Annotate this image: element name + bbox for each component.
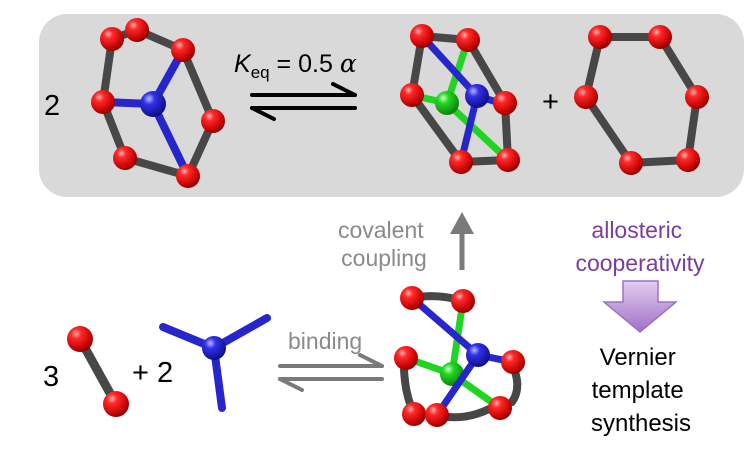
bead [394, 346, 418, 370]
bead [488, 396, 512, 420]
bead [449, 150, 473, 174]
bead [100, 27, 124, 51]
blue-core-bead [465, 84, 489, 108]
coefficient-three: 3 [43, 361, 59, 393]
complex-template-ring-left [91, 18, 225, 188]
blue-core-bead [466, 343, 490, 367]
bead [176, 164, 200, 188]
bead [410, 24, 434, 48]
template-core-bead [140, 91, 166, 117]
bead [400, 286, 424, 310]
bead [685, 85, 709, 109]
bead [451, 289, 475, 313]
bead [103, 391, 129, 417]
bead [425, 403, 449, 427]
coefficient-two: 2 [44, 90, 60, 122]
bead [125, 18, 149, 42]
binding-equilibrium-arrows [278, 353, 384, 392]
bead [91, 90, 115, 114]
green-core-bead [435, 91, 459, 115]
bead [574, 85, 598, 109]
allosteric-cooperativity-label: allosteric cooperativity [575, 217, 705, 276]
equilibrium-arrows [250, 82, 357, 121]
bead [113, 146, 137, 170]
bead [456, 28, 480, 52]
complex-duplex-ring [400, 24, 520, 174]
bead [588, 25, 612, 49]
bead [496, 148, 520, 172]
bead [676, 148, 700, 172]
bead [648, 25, 672, 49]
equilibrium-panel [39, 14, 744, 197]
bead [67, 326, 93, 352]
vernier-template-synthesis-label: Vernier template synthesis [591, 344, 691, 437]
plus-sign-top: + [542, 86, 559, 118]
down-block-arrow [601, 280, 679, 333]
bead-pair [67, 326, 129, 417]
covalent-coupling-label: covalent coupling [338, 217, 430, 271]
complex-bound-intermediate [394, 286, 525, 427]
bead [171, 38, 195, 62]
bead [501, 350, 525, 374]
tripod-template [159, 314, 271, 412]
template-core-bead [202, 336, 226, 360]
empty-ring [574, 25, 709, 175]
equilibrium-constant-label: Keq = 0.5 α [234, 49, 357, 82]
binding-label: binding [288, 328, 362, 354]
bead [402, 402, 426, 426]
plus-two-label: + 2 [132, 357, 173, 389]
bead [619, 151, 643, 175]
bead [201, 109, 225, 133]
bead [400, 83, 424, 107]
bead [493, 91, 517, 115]
up-arrow [450, 212, 474, 270]
